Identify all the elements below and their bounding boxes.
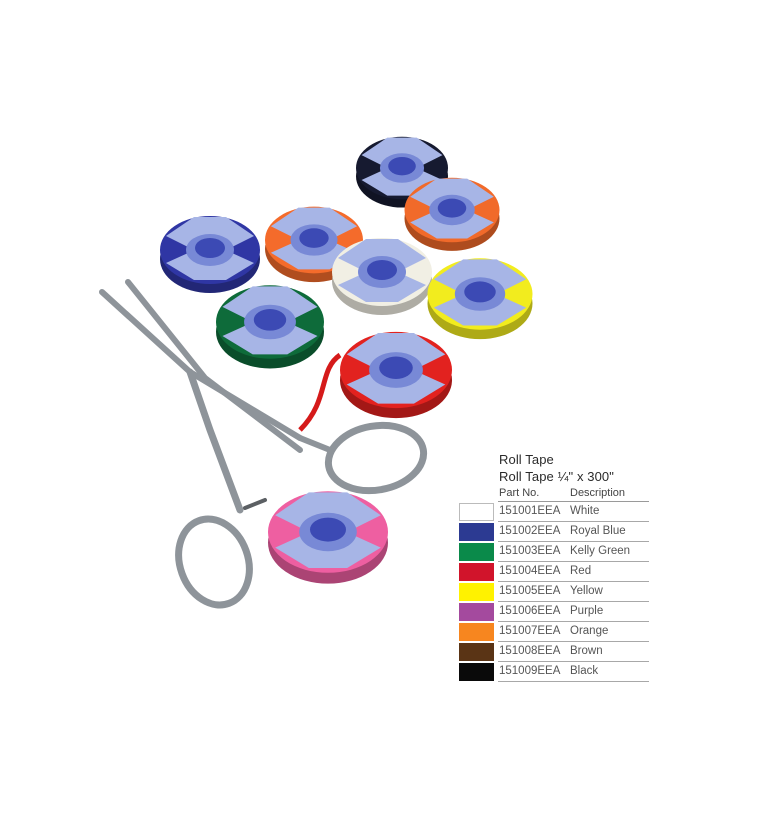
navy-reel: [356, 136, 448, 208]
color-description: Red: [570, 565, 592, 577]
color-swatch: [459, 523, 494, 541]
color-description: White: [570, 505, 600, 517]
table-row: 151002EEA Royal Blue: [459, 522, 651, 542]
row-divider: [498, 661, 649, 662]
green-reel: [216, 285, 324, 369]
color-swatch: [459, 623, 494, 641]
part-number: 151007EEA: [499, 625, 561, 637]
part-number: 151003EEA: [499, 545, 561, 557]
part-number: 151002EEA: [499, 525, 561, 537]
product-subtitle: Roll Tape ¼" x 300": [499, 469, 614, 484]
table-row: 151001EEA White: [459, 502, 651, 522]
part-number: 151005EEA: [499, 585, 561, 597]
part-no-header: Part No.: [499, 487, 540, 499]
row-divider: [498, 681, 649, 682]
part-number: 151006EEA: [499, 605, 561, 617]
color-swatch: [459, 563, 494, 581]
table-row: 151006EEA Purple: [459, 602, 651, 622]
white-reel: [332, 238, 432, 315]
yellow-reel: [427, 258, 533, 340]
color-swatch: [459, 643, 494, 661]
pink-reel: [268, 491, 388, 584]
row-divider: [498, 621, 649, 622]
color-description: Yellow: [570, 585, 603, 597]
row-divider: [498, 581, 649, 582]
description-header: Description: [570, 487, 626, 499]
row-divider: [498, 521, 649, 522]
color-description: Orange: [570, 625, 609, 637]
color-swatch: [459, 503, 494, 521]
header-divider: [498, 501, 649, 502]
row-divider: [498, 541, 649, 542]
color-swatch: [459, 603, 494, 621]
color-description: Black: [570, 665, 599, 677]
forceps-image: [99, 279, 428, 609]
table-row: 151007EEA Orange: [459, 622, 651, 642]
color-description: Purple: [570, 605, 604, 617]
part-number: 151004EEA: [499, 565, 561, 577]
color-description: Brown: [570, 645, 603, 657]
color-table: 151001EEA White 151002EEA Royal Blue 15100…: [459, 502, 651, 682]
blue-reel: [160, 216, 260, 293]
part-number: 151009EEA: [499, 665, 561, 677]
color-swatch: [459, 663, 494, 681]
table-row: 151009EEA Black: [459, 662, 651, 682]
orange-reel: [404, 177, 500, 251]
table-row: 151003EEA Kelly Green: [459, 542, 651, 562]
table-row: 151004EEA Red: [459, 562, 651, 582]
color-description: Kelly Green: [570, 545, 631, 557]
part-number: 151001EEA: [499, 505, 561, 517]
table-row: 151005EEA Yellow: [459, 582, 651, 602]
part-number: 151008EEA: [499, 645, 561, 657]
color-swatch: [459, 543, 494, 561]
red-reel: [340, 331, 452, 419]
row-divider: [498, 601, 649, 602]
color-swatch: [459, 583, 494, 601]
color-description: Royal Blue: [570, 525, 626, 537]
row-divider: [498, 641, 649, 642]
table-row: 151008EEA Brown: [459, 642, 651, 662]
row-divider: [498, 561, 649, 562]
product-title: Roll Tape: [499, 452, 554, 467]
